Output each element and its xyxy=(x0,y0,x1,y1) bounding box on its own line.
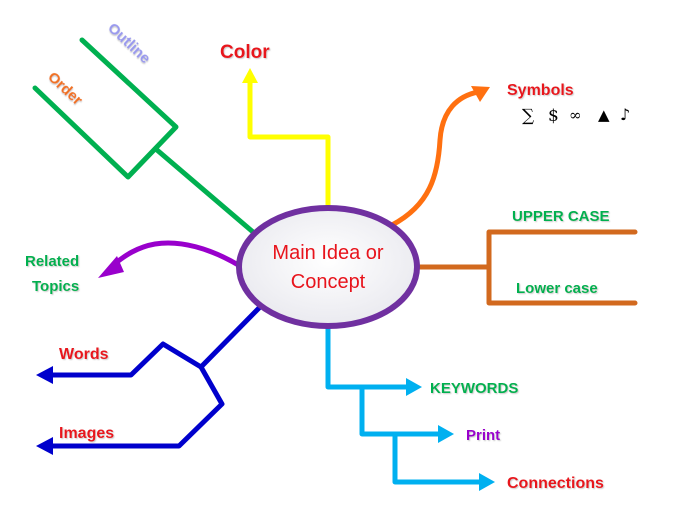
arrow-head-images xyxy=(36,437,53,455)
connector-line-words-images-stem xyxy=(198,303,264,370)
connector-line-outline xyxy=(32,37,179,180)
branch-words-images: Words Images xyxy=(36,303,264,455)
connector-curve-symbols xyxy=(389,89,481,228)
label-lower-case: Lower case xyxy=(516,280,598,297)
arrow-head-symbols xyxy=(471,86,490,102)
label-upper-case: UPPER CASE xyxy=(512,208,610,225)
label-symbols: Symbols xyxy=(507,82,574,99)
branch-color: Color xyxy=(220,42,331,210)
arrow-head-color xyxy=(242,68,258,83)
arrow-head-keywords xyxy=(406,378,422,396)
label-words: Words xyxy=(59,346,109,363)
branch-case: UPPER CASE Lower case xyxy=(416,208,638,306)
arrow-head-print xyxy=(438,425,454,443)
connector-line-words xyxy=(50,341,203,378)
label-topics: Topics xyxy=(32,278,79,295)
music-note-symbol-icon: ♪ xyxy=(620,105,630,124)
infinity-symbol-icon: ∞ xyxy=(569,106,582,124)
connector-line-images xyxy=(50,365,225,449)
sigma-symbol-icon: ∑ xyxy=(522,106,534,126)
center-label-line-1: Main Idea or xyxy=(272,242,384,264)
center-ellipse xyxy=(236,205,420,329)
label-outline: Outline xyxy=(104,19,153,67)
arrow-head-related xyxy=(98,256,124,278)
connector-line-print xyxy=(359,387,442,437)
label-related: Related xyxy=(25,253,79,270)
branch-symbols: Symbols ∑ $ ∞ ▲ ♪ xyxy=(389,82,630,228)
triangle-symbol-icon: ▲ xyxy=(598,106,610,124)
connector-line-keywords xyxy=(325,326,410,390)
label-keywords: KEYWORDS xyxy=(430,380,518,397)
center-label-line-2: Concept xyxy=(291,271,366,293)
arrow-head-words xyxy=(36,366,53,384)
symbol-glyphs: ∑ $ ∞ ▲ ♪ xyxy=(522,105,630,126)
dollar-symbol-icon: $ xyxy=(548,106,559,126)
connector-curve-related xyxy=(109,240,243,269)
label-connections: Connections xyxy=(507,475,604,492)
connector-line-case-fork xyxy=(486,229,638,306)
label-color: Color xyxy=(220,42,270,63)
label-print: Print xyxy=(466,427,500,444)
center-node: Main Idea or Concept xyxy=(236,205,420,329)
arrow-head-connections xyxy=(479,473,495,491)
connector-line-connections xyxy=(392,434,482,485)
label-images: Images xyxy=(59,425,114,442)
branch-related-topics: Related Topics xyxy=(25,240,243,295)
connector-line-color xyxy=(247,80,331,210)
connector-line-main-to-fork xyxy=(154,147,256,235)
branch-keywords: KEYWORDS Print Connections xyxy=(325,326,604,492)
